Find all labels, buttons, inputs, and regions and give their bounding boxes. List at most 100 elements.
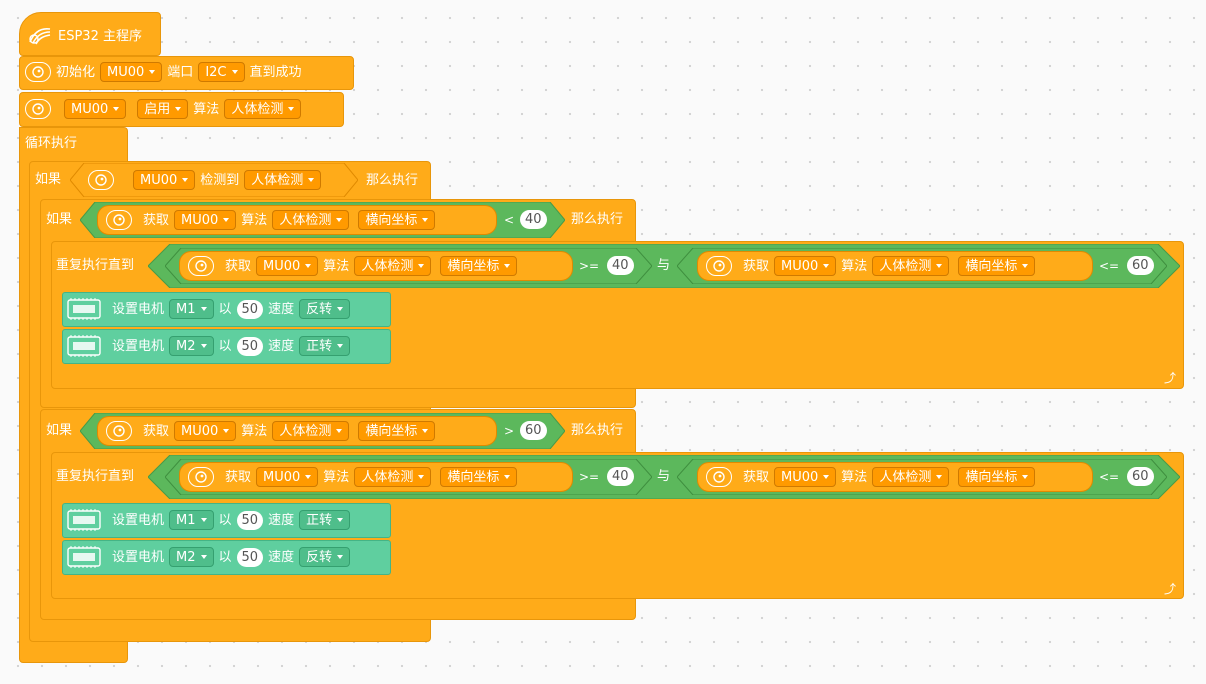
motor-driver-icon [67,334,101,358]
vision-sensor-icon [188,256,214,276]
set-motor-label: 设置电机 [112,549,165,565]
get-label: 获取 [743,258,770,274]
vision-sensor-icon [188,467,214,487]
speed-label: 速度 [268,338,295,354]
loop-arrow-icon: ⤴ [1164,371,1177,385]
motor-dropdown[interactable]: M2 [169,547,214,567]
get-label: 获取 [225,258,252,274]
init-prefix: 初始化 [56,64,96,80]
algorithm-dropdown[interactable]: 人体检测 [272,421,350,441]
algorithm-dropdown[interactable]: 人体检测 [872,256,950,276]
sensor-dropdown[interactable]: MU00 [64,99,127,119]
compare-value[interactable]: 40 [607,467,634,486]
algorithm-dropdown[interactable]: 人体检测 [224,99,302,119]
sensor-dropdown[interactable]: MU00 [133,170,196,190]
by-label: 以 [218,301,232,317]
sensor-dropdown[interactable]: MU00 [256,256,319,276]
algo-label: 算法 [323,469,350,485]
vision-sensor-icon [88,170,114,190]
algo-label: 算法 [841,258,868,274]
port-dropdown[interactable]: I2C [198,62,245,82]
direction-dropdown[interactable]: 正转 [299,336,351,356]
detect-label: 检测到 [200,172,240,188]
forever-loop-label: 循环执行 [25,136,78,151]
speed-value[interactable]: 50 [236,547,264,567]
compare-value[interactable]: 40 [520,210,547,229]
direction-dropdown[interactable]: 反转 [299,547,351,567]
speed-label: 速度 [268,549,295,565]
and-label: 与 [657,258,671,273]
algorithm-dropdown[interactable]: 人体检测 [272,210,350,230]
speed-label: 速度 [268,512,295,528]
motor-dropdown[interactable]: M1 [169,299,214,319]
compare-value[interactable]: 60 [520,421,547,440]
compare-operator[interactable]: <= [1099,259,1120,273]
coordinate-dropdown[interactable]: 横向坐标 [958,256,1036,276]
coordinate-dropdown[interactable]: 横向坐标 [958,467,1036,487]
then-label: 那么执行 [571,212,624,227]
speed-value[interactable]: 50 [236,336,264,356]
then-label: 那么执行 [571,423,624,438]
compare-operator[interactable]: >= [579,259,600,273]
vision-sensor-icon [706,256,732,276]
port-label: 端口 [167,64,194,80]
if-label: 如果 [35,171,62,187]
set-motor-label: 设置电机 [112,338,165,354]
motor-driver-icon [67,297,101,321]
by-label: 以 [218,338,232,354]
vision-sensor-icon [25,99,51,119]
vision-sensor-icon [106,421,132,441]
direction-dropdown[interactable]: 反转 [299,299,351,319]
motor-dropdown[interactable]: M2 [169,336,214,356]
init-suffix: 直到成功 [249,64,302,80]
algorithm-dropdown[interactable]: 人体检测 [872,467,950,487]
if-label: 如果 [46,212,73,227]
get-label: 获取 [743,469,770,485]
get-label: 获取 [143,212,170,228]
and-label: 与 [657,469,671,484]
speed-value[interactable]: 50 [236,510,264,530]
direction-dropdown[interactable]: 正转 [299,510,351,530]
speed-value[interactable]: 50 [236,299,264,319]
by-label: 以 [218,512,232,528]
hat-label: ESP32 主程序 [58,28,142,44]
algorithm-dropdown[interactable]: 人体检测 [244,170,322,190]
then-label: 那么执行 [366,173,419,188]
vision-sensor-icon [706,467,732,487]
sensor-dropdown[interactable]: MU00 [774,467,837,487]
compare-operator[interactable]: >= [579,470,600,484]
sensor-dropdown[interactable]: MU00 [774,256,837,276]
compare-operator[interactable]: < [504,213,515,227]
coordinate-dropdown[interactable]: 横向坐标 [358,421,436,441]
if-label: 如果 [46,423,73,438]
algo-label: 算法 [193,101,220,117]
compare-value[interactable]: 60 [1127,467,1154,486]
by-label: 以 [218,549,232,565]
sensor-dropdown[interactable]: MU00 [100,62,163,82]
speed-label: 速度 [268,301,295,317]
motor-dropdown[interactable]: M1 [169,510,214,530]
loop-arrow-icon: ⤴ [1164,582,1177,596]
algorithm-dropdown[interactable]: 人体检测 [354,256,432,276]
vision-sensor-icon [106,210,132,230]
init-sensor-block[interactable] [19,56,354,90]
set-motor-label: 设置电机 [112,301,165,317]
sensor-dropdown[interactable]: MU00 [174,210,237,230]
enable-dropdown[interactable]: 启用 [137,99,189,119]
coordinate-dropdown[interactable]: 横向坐标 [440,467,518,487]
compare-operator[interactable]: > [504,424,515,438]
compare-operator[interactable]: <= [1099,470,1120,484]
repeat-until-label: 重复执行直到 [56,469,135,484]
algo-label: 算法 [241,212,268,228]
sensor-dropdown[interactable]: MU00 [256,467,319,487]
algorithm-dropdown[interactable]: 人体检测 [354,467,432,487]
compare-value[interactable]: 60 [1127,256,1154,275]
algo-label: 算法 [323,258,350,274]
vision-sensor-icon [25,62,51,82]
coordinate-dropdown[interactable]: 横向坐标 [358,210,436,230]
sensor-dropdown[interactable]: MU00 [174,421,237,441]
compare-value[interactable]: 40 [607,256,634,275]
motor-driver-icon [67,545,101,569]
coordinate-dropdown[interactable]: 横向坐标 [440,256,518,276]
get-label: 获取 [143,423,170,439]
